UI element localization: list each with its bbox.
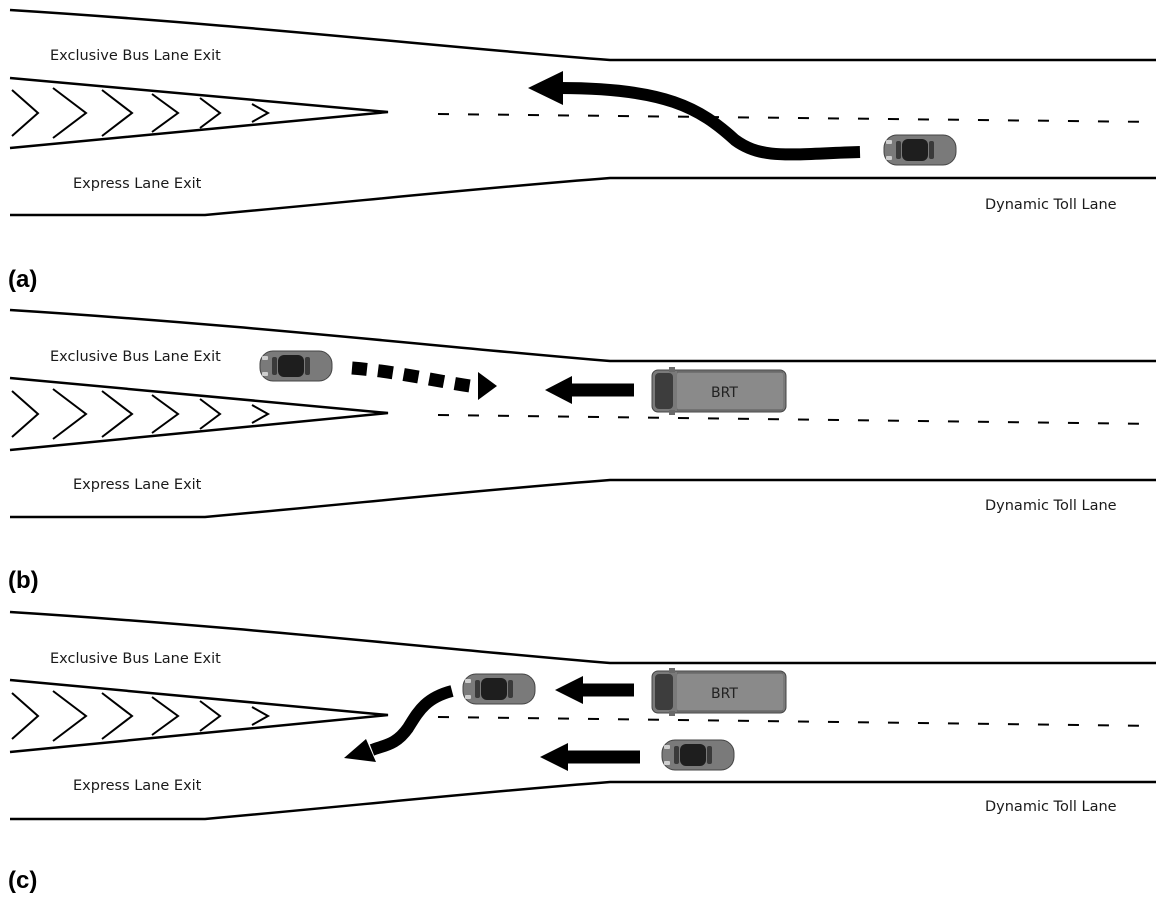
- lane-divider-dashed: [437, 716, 1156, 727]
- car-icon: [462, 673, 536, 705]
- chevron: [101, 692, 134, 740]
- arrow-head: [545, 376, 572, 404]
- chevron: [101, 390, 134, 438]
- express-exit-outer-edge: [10, 176, 1156, 217]
- chevron: [251, 706, 271, 726]
- straight-arrow: [540, 743, 640, 771]
- car-icon: [661, 739, 735, 771]
- road-edges: [9, 610, 1156, 821]
- chevron: [251, 103, 271, 123]
- straight-arrow: [555, 676, 634, 704]
- chevron: [101, 89, 134, 137]
- chevron: [199, 97, 222, 129]
- arrow-head: [555, 676, 583, 704]
- gore-chevron-area: [9, 76, 389, 150]
- lane-divider-dashed: [437, 113, 1156, 123]
- car-icon: [259, 350, 333, 382]
- panel-c: BRT Exclusive Bus Lane Exit Express Lane…: [8, 610, 1156, 894]
- express-exit-outer-edge: [10, 478, 1156, 519]
- car-icon: [883, 134, 957, 166]
- arrow-head: [344, 739, 376, 762]
- road-edges: [9, 8, 1156, 217]
- chevron: [151, 93, 180, 133]
- panel-letter: (a): [8, 266, 37, 293]
- chevron: [151, 394, 180, 434]
- turn-arrow: [528, 71, 861, 161]
- dynamic-toll-lane-label: Dynamic Toll Lane: [985, 498, 1117, 514]
- dynamic-toll-lane-label: Dynamic Toll Lane: [985, 799, 1117, 815]
- chevron: [251, 404, 271, 424]
- lane-divider-dashed: [437, 414, 1156, 425]
- express-exit-outer-edge: [10, 780, 1156, 821]
- straight-arrow: [545, 376, 634, 404]
- gore-chevron-area: [9, 678, 389, 754]
- arrow-head: [540, 743, 568, 771]
- arrow-head: [478, 372, 497, 400]
- panel-letter: (b): [8, 567, 39, 594]
- panel-b: BRT Exclusive Bus Lane Exit Express Lane…: [8, 308, 1156, 594]
- express-lane-exit-label: Express Lane Exit: [73, 176, 202, 192]
- chevron: [11, 692, 40, 740]
- brt-bus-icon: BRT: [651, 366, 787, 416]
- merge-arrow: [344, 685, 454, 762]
- arrow-shaft: [559, 82, 861, 161]
- bus-lane-exit-label: Exclusive Bus Lane Exit: [50, 349, 221, 365]
- chevron: [199, 700, 222, 732]
- express-lane-exit-label: Express Lane Exit: [73, 477, 202, 493]
- bus-exit-outer-edge: [9, 8, 1156, 62]
- bus-exit-outer-edge: [9, 308, 1156, 363]
- chevron: [52, 388, 88, 440]
- brt-bus-icon: BRT: [651, 667, 787, 717]
- bus-lane-exit-label: Exclusive Bus Lane Exit: [50, 651, 221, 667]
- road-edges: [9, 308, 1156, 519]
- chevron: [52, 87, 88, 139]
- panel-letter: (c): [8, 867, 37, 894]
- gore-outline: [9, 376, 389, 452]
- chevron: [11, 89, 40, 137]
- dynamic-toll-lane-label: Dynamic Toll Lane: [985, 197, 1117, 213]
- arrow-head: [528, 71, 563, 105]
- arrow-shaft: [351, 361, 471, 393]
- gore-outline: [9, 76, 389, 150]
- chevron: [199, 398, 222, 430]
- chevron: [11, 390, 40, 438]
- arrow-shaft: [369, 685, 454, 756]
- express-lane-exit-label: Express Lane Exit: [73, 778, 202, 794]
- chevron: [151, 696, 180, 736]
- chevron: [52, 690, 88, 742]
- gore-outline: [9, 678, 389, 754]
- panel-a: Exclusive Bus Lane Exit Express Lane Exi…: [8, 8, 1156, 293]
- brt-label: BRT: [711, 385, 738, 401]
- brt-label: BRT: [711, 686, 738, 702]
- gore-chevron-area: [9, 376, 389, 452]
- bus-lane-exit-label: Exclusive Bus Lane Exit: [50, 48, 221, 64]
- bus-exit-outer-edge: [9, 610, 1156, 665]
- dashed-arrow: [351, 361, 497, 400]
